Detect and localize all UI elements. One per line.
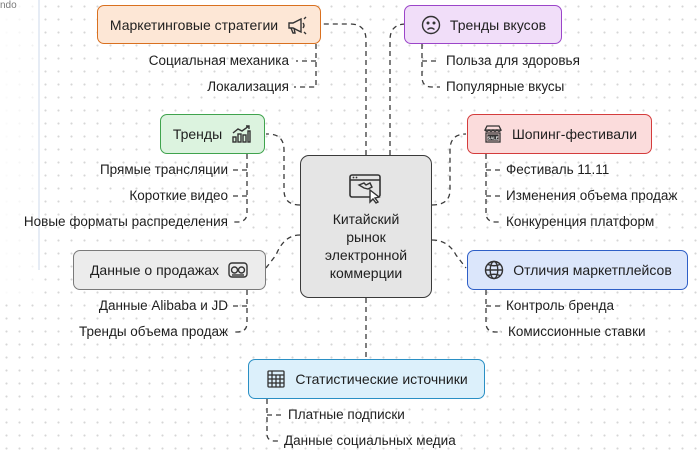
sad-face-icon: [420, 14, 442, 36]
leaf-social-mechanics: Социальная механика: [148, 53, 289, 68]
leaf-commission-rates: Комиссионные ставки: [508, 324, 646, 339]
branch-statistical-sources[interactable]: Статистические источники: [248, 359, 485, 399]
branch-label: Тренды: [172, 126, 223, 142]
megaphone-icon: [286, 14, 308, 36]
leaf-popular-tastes: Популярные вкусы: [446, 79, 565, 94]
leaf-localization: Локализация: [207, 79, 289, 94]
background-panel-fragment: [0, 0, 40, 300]
svg-text:SALE: SALE: [487, 135, 498, 140]
branch-label: Маркетинговые стратегии: [109, 16, 279, 33]
background-divider: [38, 0, 40, 270]
browser-cursor-icon: [349, 174, 381, 204]
branch-label: Тренды вкусов: [449, 16, 547, 33]
globe-icon: [483, 259, 505, 281]
leaf-live-streams: Прямые трансляции: [99, 162, 228, 177]
edge-text-fragment: ndo: [0, 0, 17, 11]
branch-label: Шопинг-фестивали: [511, 126, 638, 142]
spreadsheet-icon: [265, 368, 287, 390]
branch-shopping-festivals[interactable]: SALE Шопинг-фестивали: [467, 114, 652, 154]
leaf-short-videos: Короткие видео: [129, 188, 228, 203]
central-topic-label: Китайский рынок электронной коммерции: [324, 211, 408, 281]
leaf-sales-volume-trends: Тренды объема продаж: [78, 324, 228, 339]
leaf-brand-control: Контроль бренда: [506, 298, 614, 313]
sale-store-icon: SALE: [482, 123, 504, 145]
branch-taste-trends[interactable]: Тренды вкусов: [404, 5, 562, 44]
leaf-new-distribution-formats: Новые форматы распределения: [23, 214, 228, 229]
cash-register-icon: [227, 259, 249, 281]
branch-sales-data[interactable]: Данные о продажах: [73, 250, 266, 290]
leaf-sales-volume-changes: Изменения объема продаж: [506, 188, 678, 203]
leaf-platform-competition: Конкуренция платформ: [506, 214, 655, 229]
branch-label: Данные о продажах: [89, 262, 220, 278]
leaf-paid-subscriptions: Платные подписки: [288, 407, 405, 422]
leaf-festival-11-11: Фестиваль 11.11: [506, 162, 610, 177]
branch-marketplace-differences[interactable]: Отличия маркетплейсов: [467, 250, 688, 290]
leaf-alibaba-jd-data: Данные Alibaba и JD: [98, 298, 228, 313]
leaf-social-media-data: Данные социальных медиа: [284, 433, 456, 448]
branch-marketing-strategies[interactable]: Маркетинговые стратегии: [97, 5, 321, 44]
branch-label: Статистические источники: [295, 371, 468, 387]
leaf-health-benefits: Польза для здоровья: [446, 53, 580, 68]
central-topic-node[interactable]: Китайский рынок электронной коммерции: [300, 155, 432, 298]
bar-chart-icon: [230, 123, 252, 145]
branch-label: Отличия маркетплейсов: [513, 262, 672, 278]
branch-trends[interactable]: Тренды: [160, 114, 265, 154]
